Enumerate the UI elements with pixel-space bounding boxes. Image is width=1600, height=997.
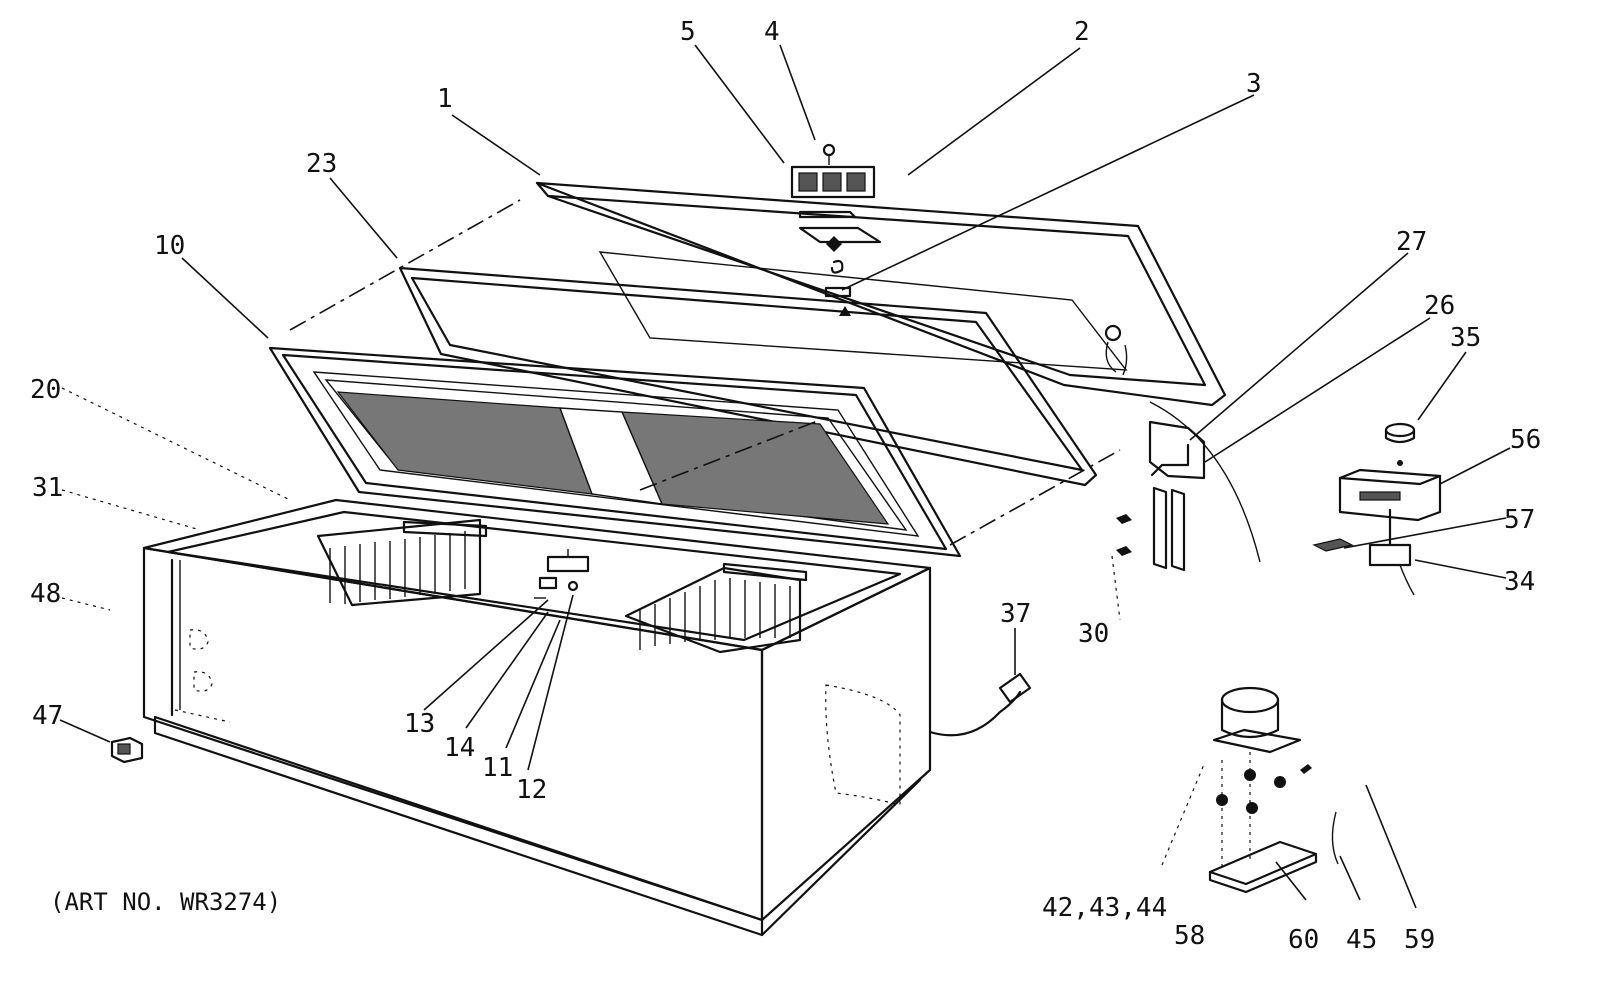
label-37: 37	[1000, 599, 1031, 629]
label-23: 23	[306, 149, 337, 179]
label-20: 20	[30, 375, 61, 405]
label-48: 48	[30, 579, 61, 609]
label-45: 45	[1346, 925, 1377, 955]
label-1: 1	[437, 84, 453, 114]
basket-left	[316, 518, 488, 607]
label-30: 30	[1078, 619, 1109, 649]
label-34: 34	[1504, 567, 1535, 597]
label-2: 2	[1074, 17, 1090, 47]
label-58: 58	[1174, 921, 1205, 951]
label-47: 47	[32, 701, 63, 731]
label-31: 31	[32, 473, 63, 503]
lid-liner	[398, 266, 1098, 487]
label-3: 3	[1246, 69, 1262, 99]
control-housing	[1312, 422, 1442, 596]
label-60: 60	[1288, 925, 1319, 955]
hinge-assembly	[1116, 401, 1261, 572]
art-number: (ART NO. WR3274)	[50, 888, 281, 916]
label-11: 11	[482, 753, 513, 783]
lid-handle	[790, 143, 882, 316]
label-5: 5	[680, 17, 696, 47]
label-42-43-44: 42,43,44	[1042, 893, 1167, 923]
label-26: 26	[1424, 291, 1455, 321]
label-10: 10	[154, 231, 185, 261]
lid-panel-with-gasket	[268, 346, 962, 558]
label-13: 13	[404, 709, 435, 739]
basket-right	[624, 562, 808, 654]
leader-lines	[59, 44, 1511, 909]
label-35: 35	[1450, 323, 1481, 353]
label-27: 27	[1396, 227, 1427, 257]
label-57: 57	[1504, 505, 1535, 535]
cabinet	[142, 498, 932, 937]
power-cord	[928, 672, 1032, 737]
label-14: 14	[444, 733, 475, 763]
compressor-assembly	[1208, 686, 1339, 894]
label-59: 59	[1404, 925, 1435, 955]
label-56: 56	[1510, 425, 1541, 455]
outer-lid	[535, 181, 1227, 407]
label-4: 4	[764, 17, 780, 47]
part-47-bracket	[110, 736, 144, 764]
label-12: 12	[516, 775, 547, 805]
interior-switch	[534, 549, 590, 599]
